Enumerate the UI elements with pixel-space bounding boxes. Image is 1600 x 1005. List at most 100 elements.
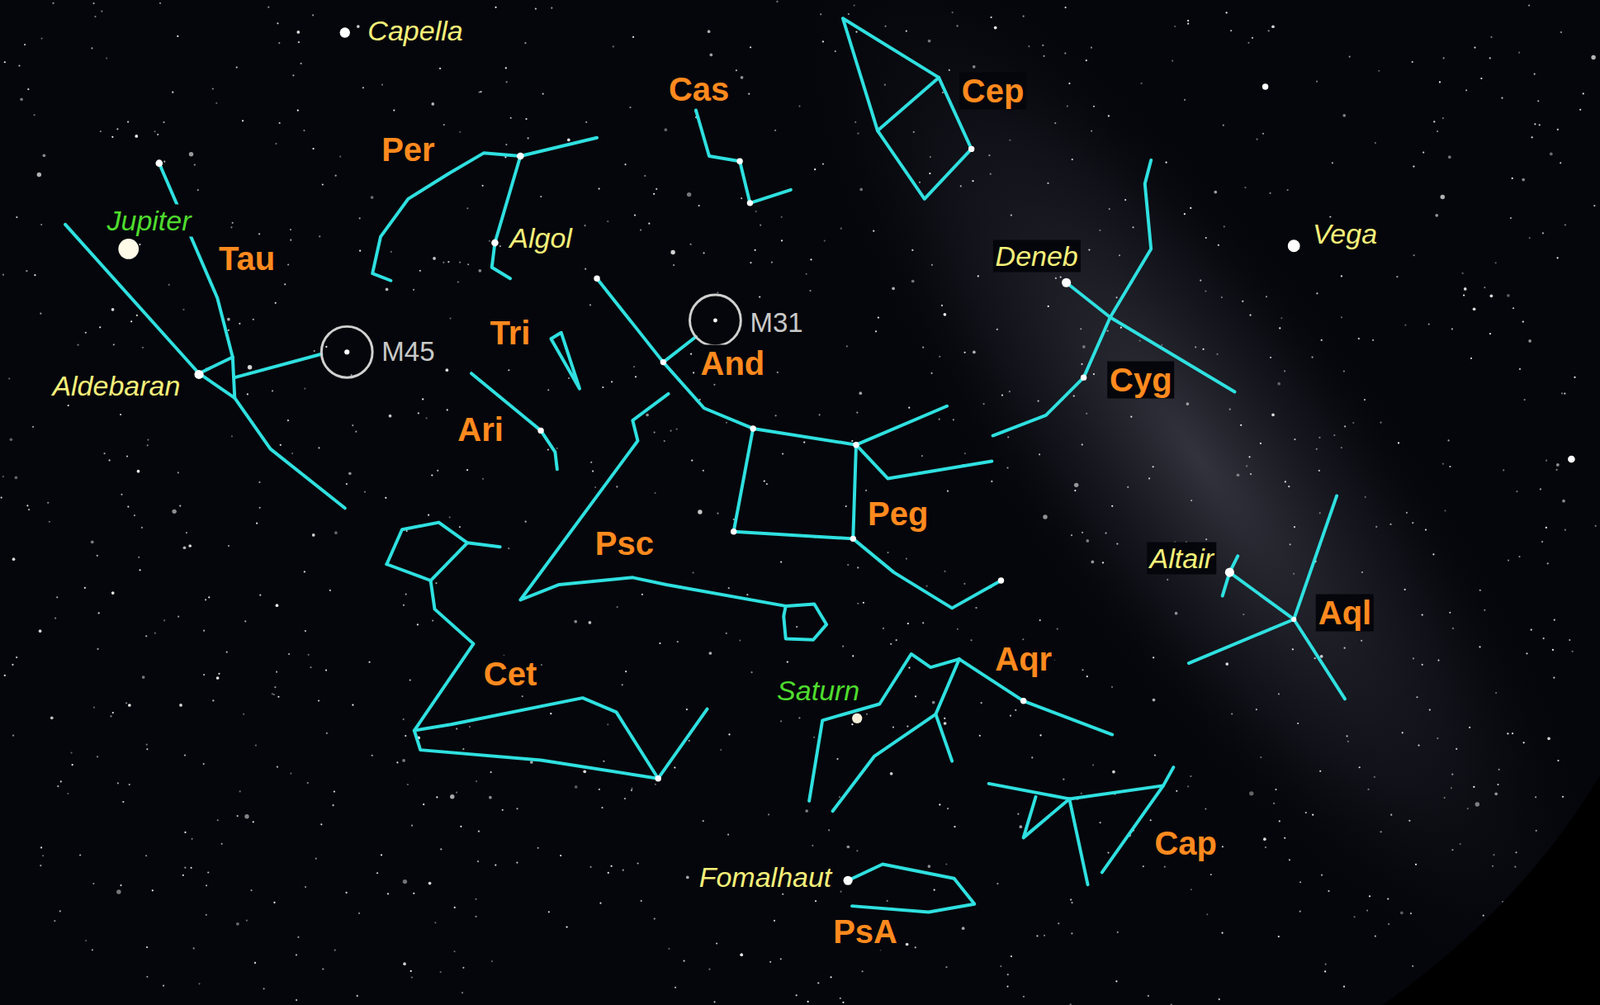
star bbox=[303, 570, 306, 573]
star bbox=[326, 732, 328, 734]
star bbox=[1217, 244, 1220, 247]
star bbox=[1563, 392, 1566, 394]
star bbox=[908, 407, 910, 409]
star bbox=[177, 471, 180, 474]
star bbox=[358, 912, 360, 914]
star bbox=[1375, 525, 1378, 528]
star bbox=[1340, 446, 1343, 449]
star bbox=[1564, 529, 1567, 531]
star bbox=[156, 133, 159, 136]
star bbox=[1278, 692, 1280, 695]
star bbox=[1142, 865, 1145, 867]
star bbox=[1069, 898, 1072, 900]
star bbox=[315, 857, 318, 860]
star bbox=[128, 783, 131, 786]
star bbox=[462, 966, 464, 969]
star bbox=[1126, 486, 1129, 488]
star bbox=[23, 43, 26, 46]
star bbox=[449, 515, 451, 518]
star bbox=[945, 862, 947, 865]
star bbox=[455, 727, 458, 729]
star bbox=[804, 809, 809, 813]
star bbox=[1038, 453, 1041, 455]
star bbox=[455, 791, 458, 794]
star bbox=[1410, 912, 1412, 914]
star bbox=[312, 14, 314, 16]
star bbox=[1489, 332, 1492, 335]
star bbox=[1468, 726, 1471, 729]
star bbox=[872, 230, 875, 232]
star bbox=[590, 461, 592, 464]
star bbox=[40, 37, 43, 39]
star bbox=[91, 948, 94, 951]
star bbox=[1442, 463, 1444, 465]
star bbox=[307, 781, 309, 784]
star bbox=[1315, 80, 1318, 83]
star bbox=[417, 411, 420, 414]
star bbox=[1510, 217, 1512, 219]
star bbox=[56, 785, 59, 787]
star bbox=[988, 154, 990, 157]
star bbox=[1187, 23, 1189, 25]
star bbox=[1240, 424, 1242, 427]
star bbox=[1288, 858, 1291, 861]
star bbox=[1492, 853, 1495, 856]
star bbox=[426, 416, 428, 419]
star bbox=[362, 86, 365, 89]
star bbox=[1183, 99, 1186, 101]
star bbox=[203, 762, 205, 765]
star bbox=[856, 566, 859, 569]
star bbox=[259, 594, 261, 597]
star bbox=[856, 411, 858, 413]
star bbox=[1496, 783, 1499, 786]
star bbox=[1549, 152, 1553, 157]
star bbox=[1080, 363, 1083, 365]
star bbox=[116, 889, 121, 894]
star bbox=[304, 885, 307, 888]
star bbox=[822, 162, 824, 165]
star bbox=[1408, 819, 1411, 822]
star bbox=[146, 438, 149, 441]
star bbox=[776, 0, 778, 3]
star bbox=[624, 797, 626, 800]
star bbox=[606, 220, 609, 223]
star bbox=[137, 469, 141, 474]
star bbox=[1422, 151, 1425, 153]
star bbox=[780, 560, 782, 563]
star bbox=[1568, 639, 1571, 641]
star bbox=[90, 539, 95, 544]
star bbox=[1515, 490, 1518, 493]
star bbox=[807, 1000, 810, 1003]
star bbox=[359, 250, 361, 252]
star bbox=[1081, 668, 1084, 671]
star bbox=[708, 968, 711, 971]
star bbox=[154, 130, 157, 133]
star bbox=[1017, 813, 1019, 815]
star bbox=[227, 544, 230, 547]
star bbox=[840, 227, 843, 230]
star bbox=[85, 939, 87, 942]
star bbox=[96, 755, 99, 758]
star bbox=[809, 258, 812, 261]
star bbox=[227, 317, 231, 322]
constellation-name: Psc bbox=[592, 524, 657, 562]
star bbox=[641, 593, 644, 596]
star bbox=[1360, 639, 1363, 642]
star bbox=[727, 833, 729, 836]
star bbox=[886, 899, 889, 902]
star bbox=[1112, 770, 1116, 774]
star-name: Deneb bbox=[993, 240, 1081, 273]
star bbox=[364, 491, 366, 493]
star bbox=[1204, 290, 1207, 293]
star bbox=[1511, 177, 1514, 180]
planet-jupiter bbox=[118, 238, 139, 260]
star bbox=[1448, 465, 1451, 468]
star bbox=[1396, 275, 1398, 278]
star bbox=[750, 671, 753, 673]
star bbox=[254, 961, 256, 964]
star bbox=[1562, 795, 1564, 798]
star bbox=[252, 820, 255, 823]
star bbox=[98, 611, 100, 614]
star bbox=[33, 274, 36, 276]
star bbox=[1498, 768, 1501, 771]
